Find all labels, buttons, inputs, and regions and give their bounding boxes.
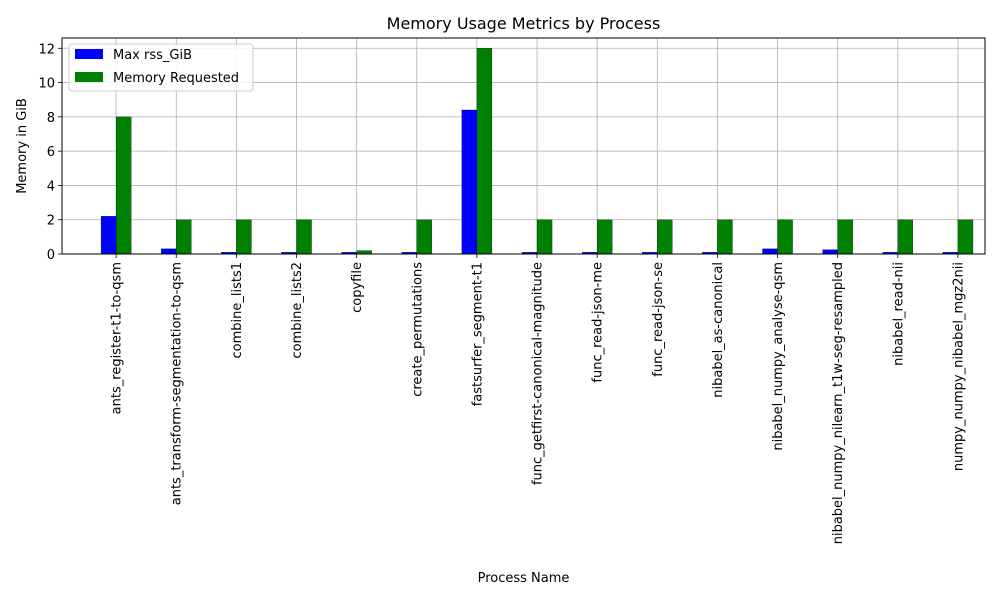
x-axis-label: Process Name: [478, 571, 570, 586]
bar-memory-requested: [597, 219, 613, 255]
y-tick-label: 6: [47, 145, 55, 160]
y-tick-label: 4: [47, 179, 55, 194]
y-tick-label: 2: [47, 214, 55, 229]
bar-memory-requested: [356, 250, 372, 255]
bar-memory-requested: [717, 219, 733, 255]
bar-memory-requested: [777, 219, 793, 255]
x-tick-label: func_getfirst-canonical-magnitude: [531, 262, 546, 485]
legend-swatch-max-rss: [75, 49, 103, 59]
x-tick-label: numpy_numpy_nibabel_mgz2nii: [951, 262, 966, 471]
legend-label-memory-requested: Memory Requested: [113, 71, 239, 86]
bar-memory-requested: [657, 219, 673, 255]
x-tick-label: func_read-json-se: [651, 262, 666, 377]
legend: Max rss_GiB Memory Requested: [68, 43, 254, 92]
x-tick-label: nibabel_numpy_nilearn_t1w-seg-resampled: [831, 262, 846, 544]
bar-memory-requested: [416, 219, 432, 255]
bar-memory-requested: [837, 219, 853, 255]
bar-max-rss: [161, 248, 177, 255]
bar-memory-requested: [536, 219, 553, 255]
x-tick-label: fastsurfer_segment-t1: [470, 262, 485, 406]
x-axis-ticks: ants_register-t1-to-qsm ants_transform-se…: [110, 254, 966, 544]
bar-max-rss: [762, 248, 778, 255]
bar-memory-requested: [897, 219, 913, 255]
bar-memory-requested: [115, 116, 132, 255]
x-tick-label: nibabel_numpy_analyse-qsm: [771, 262, 786, 451]
y-tick-label: 8: [47, 111, 55, 126]
y-tick-label: 10: [38, 77, 55, 92]
bar-memory-requested: [476, 48, 493, 255]
legend-label-max-rss: Max rss_GiB: [113, 48, 192, 63]
y-axis-label: Memory in GiB: [15, 98, 30, 194]
bar-memory-requested: [176, 219, 192, 255]
bar-max-rss: [461, 109, 478, 255]
x-tick-label: func_read-json-me: [591, 262, 606, 383]
x-tick-label: nibabel_read-nii: [891, 262, 906, 366]
x-tick-label: ants_register-t1-to-qsm: [110, 262, 125, 414]
y-tick-label: 0: [47, 248, 55, 263]
plot-frame: [61, 37, 986, 255]
bar-max-rss: [822, 249, 838, 255]
bar-memory-requested: [957, 219, 974, 255]
bar-memory-requested: [236, 219, 252, 255]
y-axis-ticks: 0 2 4 6 8 10 12: [38, 42, 62, 263]
x-tick-label: combine_lists2: [290, 262, 305, 359]
chart-title: Memory Usage Metrics by Process: [387, 14, 661, 33]
bar-max-rss: [100, 216, 117, 255]
x-tick-label: combine_lists1: [230, 262, 245, 359]
legend-swatch-memory-requested: [75, 72, 103, 82]
x-tick-label: nibabel_as-canonical: [711, 262, 726, 398]
x-tick-label: create_permutations: [410, 262, 425, 397]
y-tick-label: 12: [38, 42, 55, 57]
x-tick-label: copyfile: [350, 262, 365, 313]
legend-box: [68, 43, 254, 92]
bar-memory-requested: [296, 219, 312, 255]
x-tick-label: ants_transform-segmentation-to-qsm: [170, 262, 185, 505]
bars: [100, 48, 974, 255]
